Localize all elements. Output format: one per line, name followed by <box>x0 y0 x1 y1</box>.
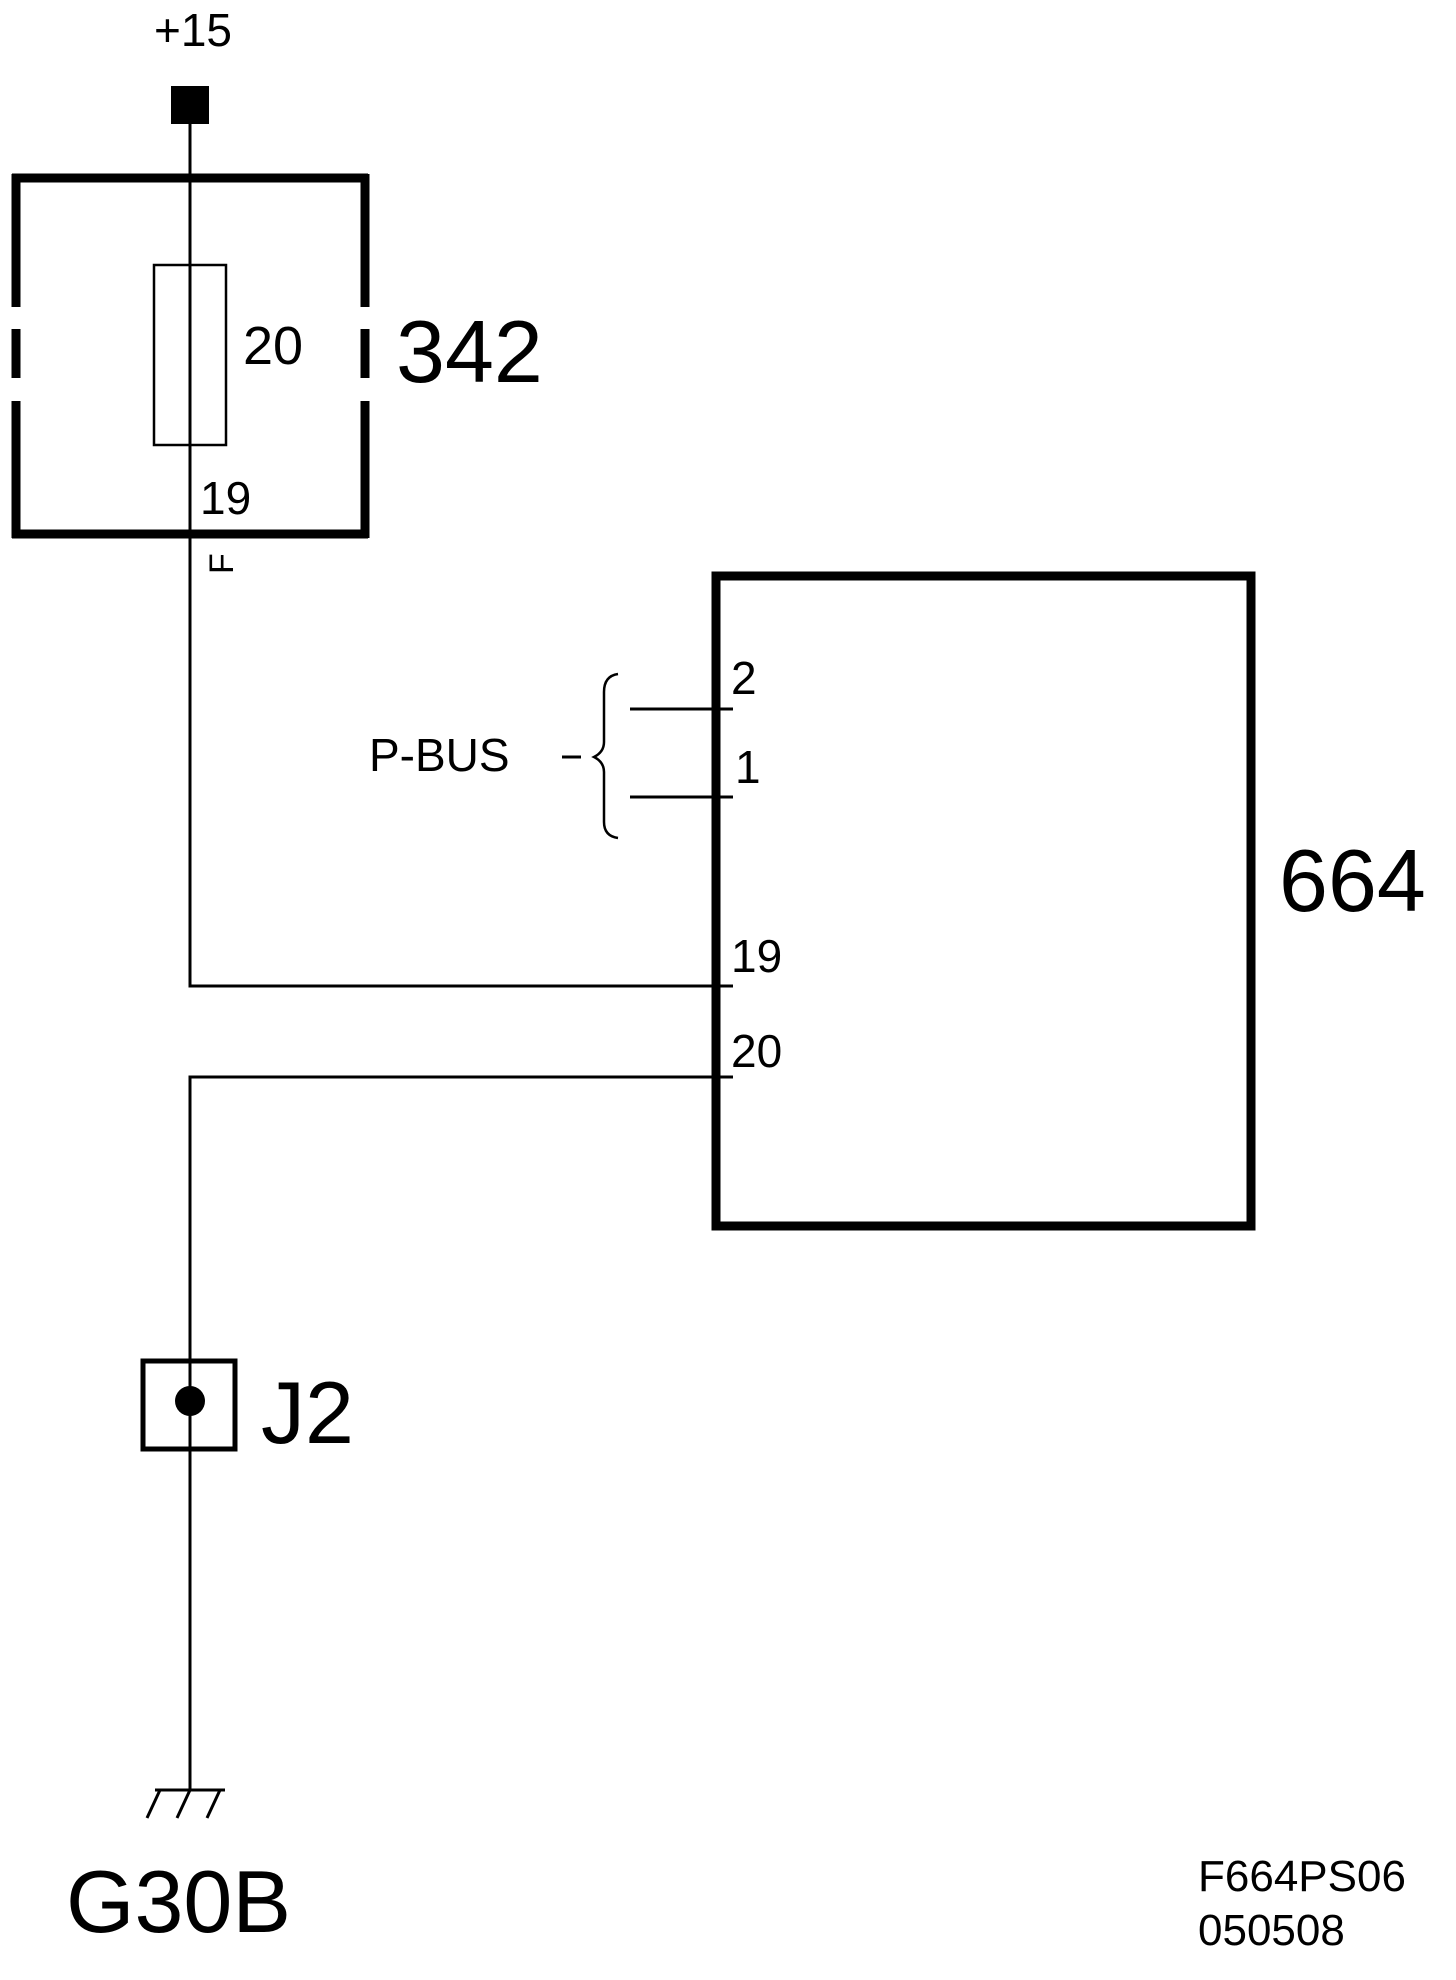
footer-date: 050508 <box>1198 1906 1345 1955</box>
bus-label: P-BUS <box>369 729 510 781</box>
fuse-element <box>152 263 228 447</box>
footer-code: F664PS06 <box>1198 1852 1406 1901</box>
fuse-box-342 <box>11 173 370 539</box>
ground-id-label: G30B <box>66 1852 291 1951</box>
fuse-rating-label: 20 <box>243 316 303 376</box>
ground-icon <box>145 1788 225 1819</box>
bus-brace <box>591 672 619 840</box>
module-pin-20-label: 20 <box>731 1025 782 1077</box>
connector-id-label: J2 <box>261 1363 354 1462</box>
connector-pin-dot <box>175 1386 205 1416</box>
fuse-box-id-label: 342 <box>396 302 543 401</box>
supply-terminal <box>171 86 209 124</box>
wire-module-pin-20-to-ground <box>188 1075 733 1790</box>
supply-label: +15 <box>154 4 232 56</box>
module-664 <box>711 571 1256 1231</box>
wire-supply-to-module-pin-19 <box>188 124 733 988</box>
module-pin-1-label: 1 <box>735 741 761 793</box>
module-pin-2-label: 2 <box>731 652 757 704</box>
connector-j2 <box>140 1358 238 1452</box>
module-id-label: 664 <box>1279 831 1426 930</box>
module-pin-19-label: 19 <box>731 930 782 982</box>
wire-color-label: F <box>203 553 241 574</box>
fuse-pin-out-label: 19 <box>200 472 251 524</box>
